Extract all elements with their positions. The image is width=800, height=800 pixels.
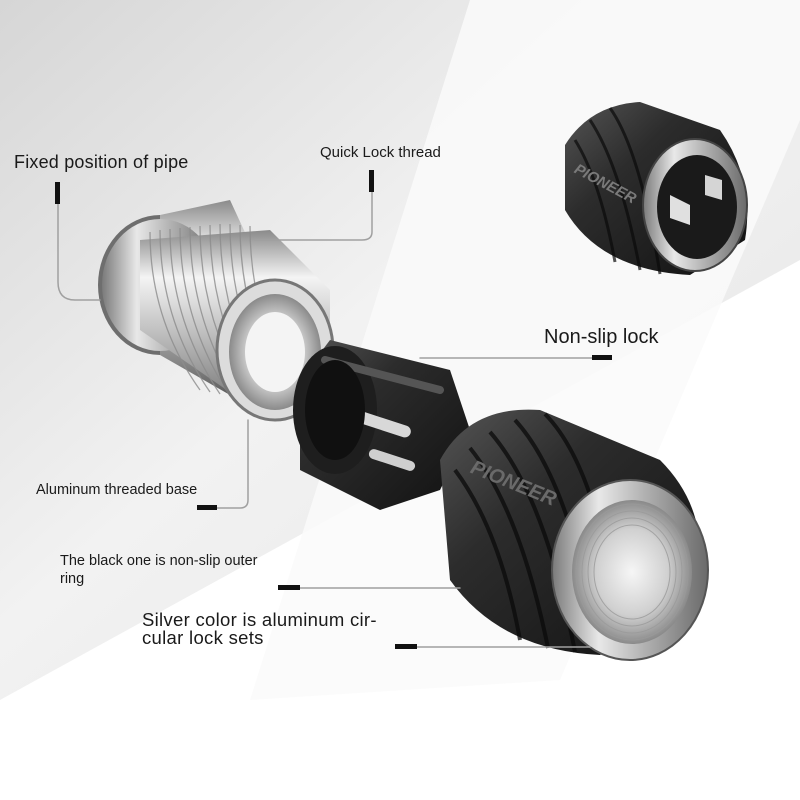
label-black-outer-ring-line2: ring — [60, 571, 85, 587]
assembled-lock-preview: PIONEER — [565, 102, 748, 275]
leader-aluminum-base — [199, 419, 249, 509]
label-black-outer-ring-line1: The black one is non-slip outer — [60, 553, 258, 569]
non-slip-lock-sleeve — [293, 340, 470, 510]
label-fixed-position: Fixed position of pipe — [14, 152, 189, 172]
label-non-slip-lock: Non-slip lock — [544, 326, 659, 348]
label-aluminum-threaded-base: Aluminum threaded base — [36, 482, 198, 498]
label-silver-lock-sets-line1: Silver color is aluminum cir- — [142, 609, 377, 630]
label-quick-lock-thread: Quick Lock thread — [320, 144, 441, 161]
label-black-outer-ring: The black one is non-slip outer ring — [60, 552, 257, 588]
label-silver-lock-sets: Silver color is aluminum cir- cular lock… — [142, 609, 377, 648]
leader-lines — [55, 170, 612, 649]
leader-fixed-position — [57, 194, 101, 301]
label-silver-lock-sets-line2: cular lock sets — [142, 627, 264, 648]
inner-threads — [575, 503, 689, 641]
aluminum-threaded-base — [98, 200, 335, 422]
leader-quick-lock — [254, 179, 373, 241]
circular-lock-set: PIONEER — [440, 409, 709, 661]
